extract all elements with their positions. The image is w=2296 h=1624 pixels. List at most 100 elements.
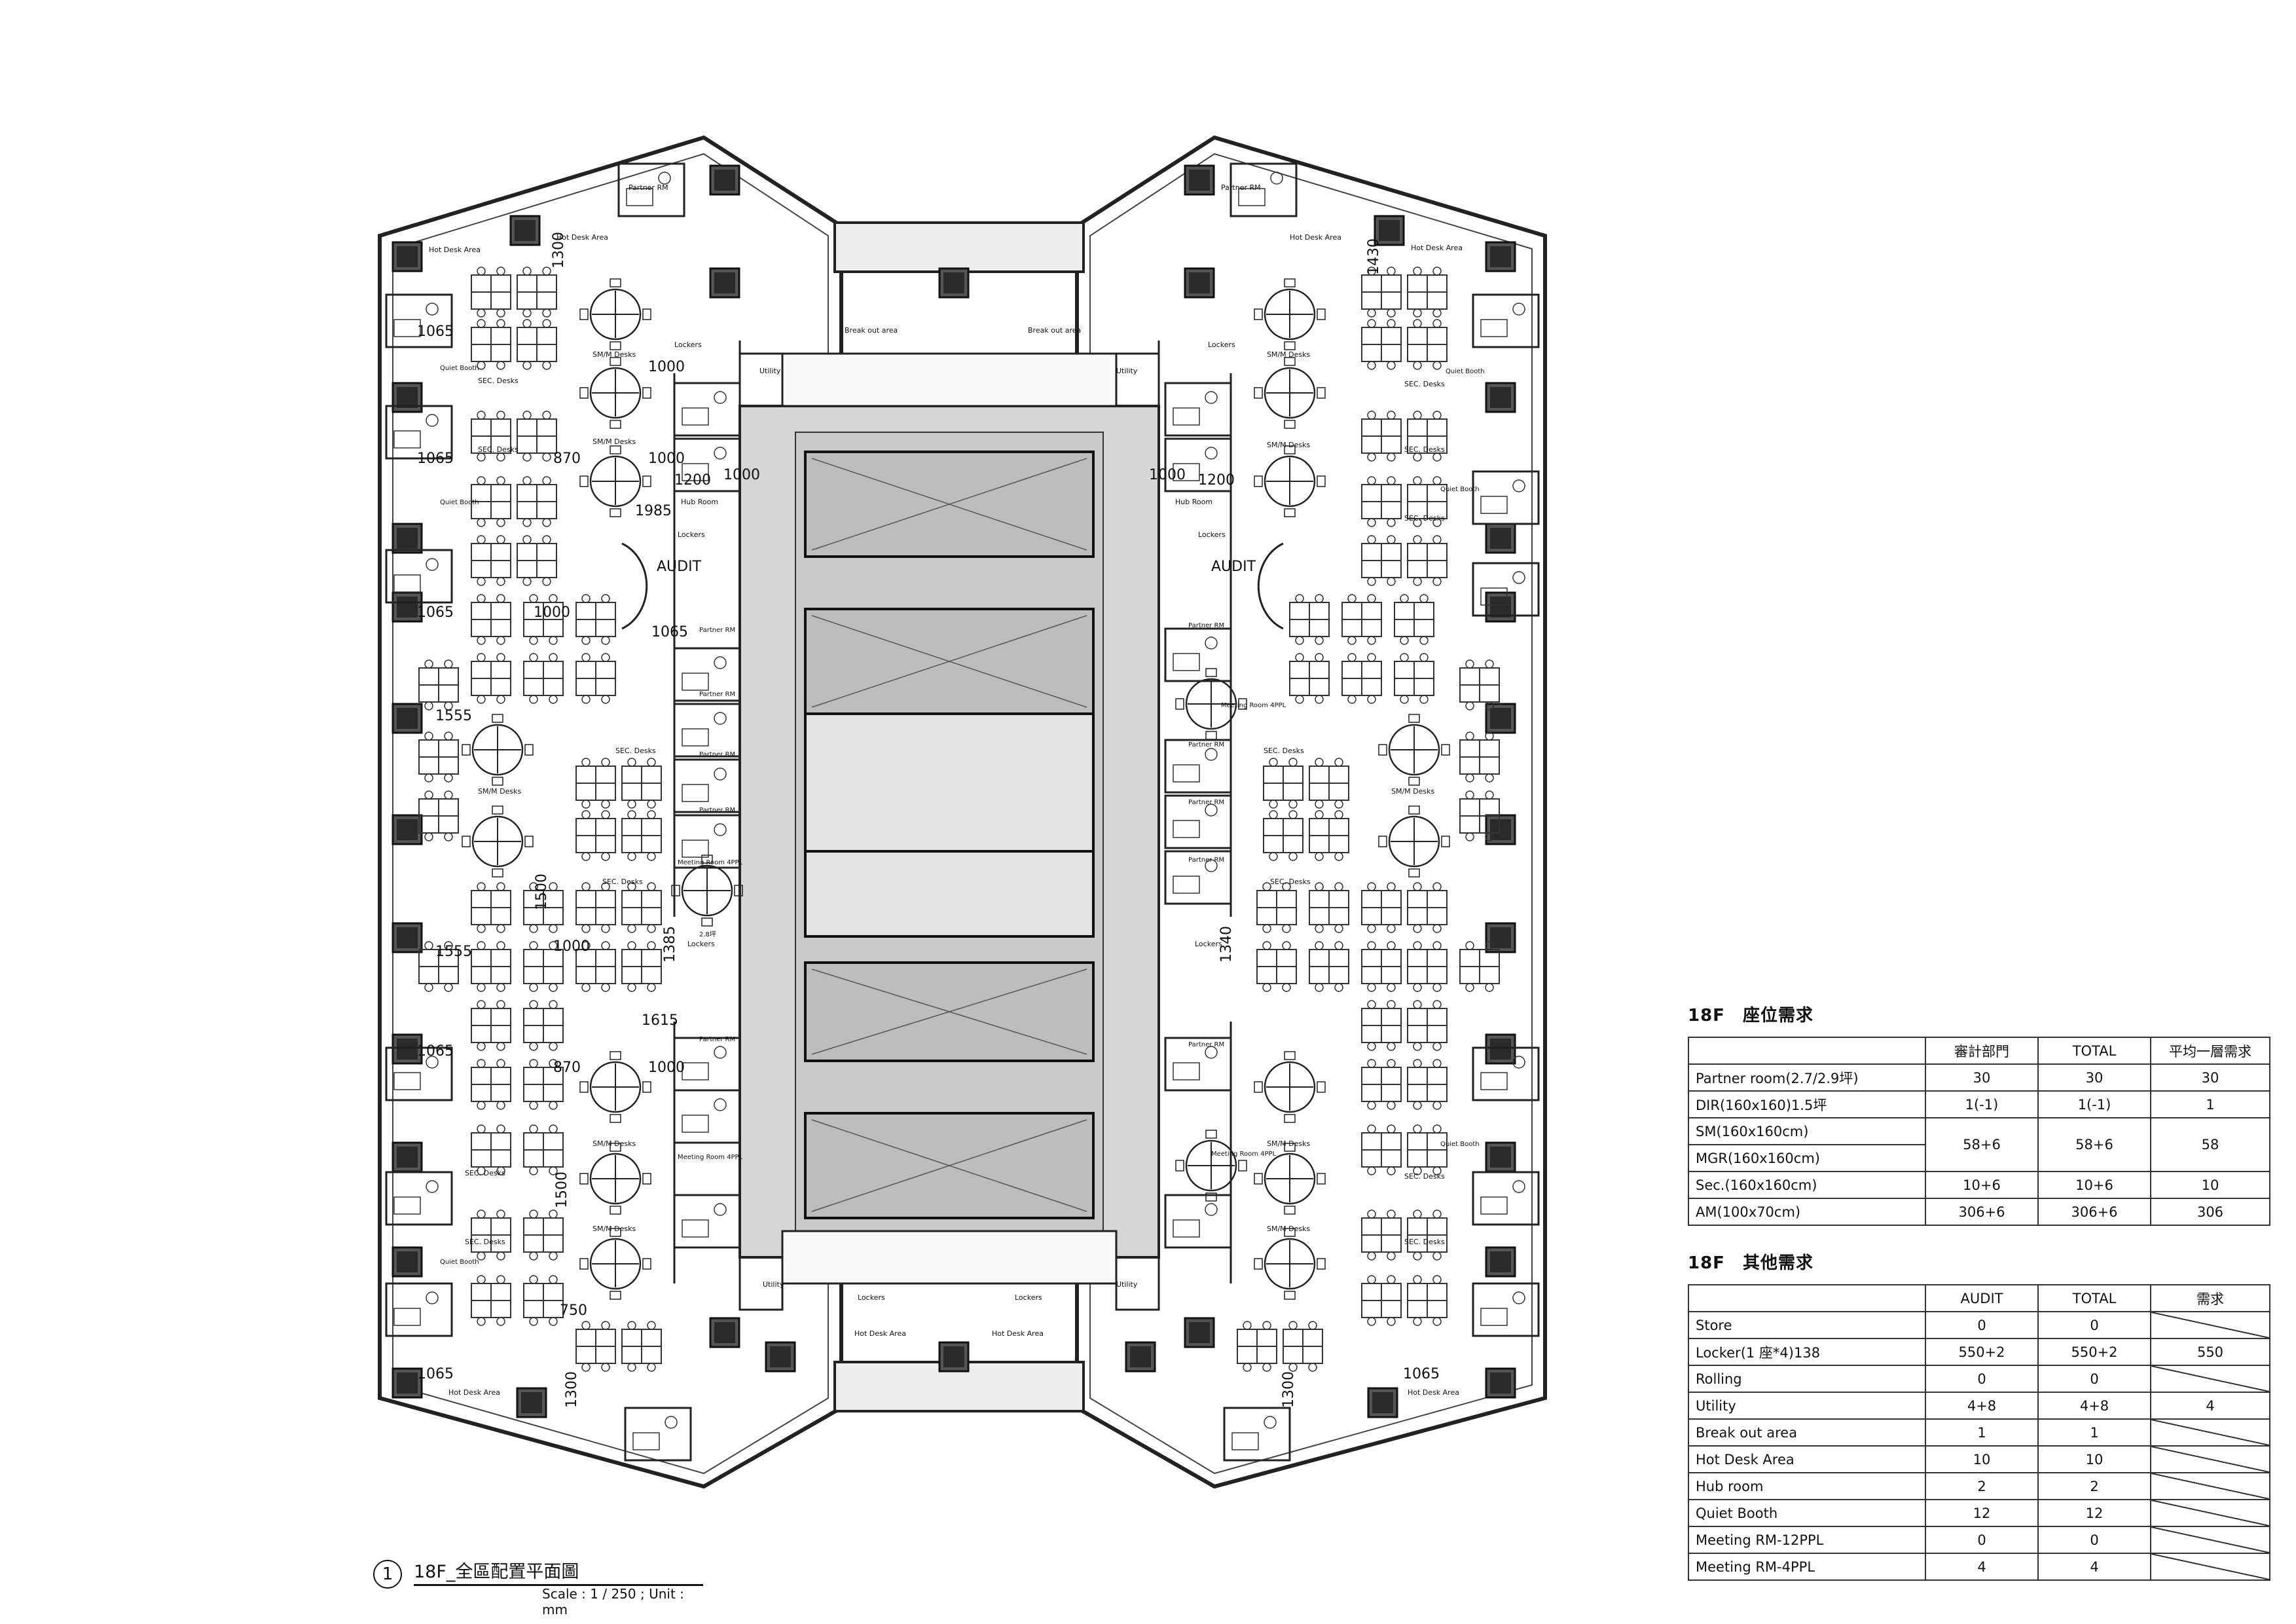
- hot-desk-label-5: Hot Desk Area: [854, 1329, 906, 1338]
- table-row: Locker(1 座*4)138 550+2 550+2 550: [1688, 1338, 2270, 1366]
- dim-1300-a: 1300: [551, 232, 567, 268]
- smm-desks-label-4: SM/M Desks: [592, 1139, 636, 1148]
- total-cell: 10: [2037, 1445, 2151, 1473]
- dim-1340: 1340: [1218, 926, 1235, 963]
- audit-cell: 1(-1): [1925, 1090, 2039, 1118]
- dim-1555-b: 1555: [435, 944, 472, 960]
- quiet-booth-label-4: Quiet Booth: [1440, 486, 1480, 493]
- row-label: Hub room: [1688, 1472, 1926, 1500]
- total-cell: 0: [2037, 1311, 2151, 1339]
- sec-desks-label-10: SEC. Desks: [1264, 747, 1304, 755]
- quiet-booth-label-1: Quiet Booth: [440, 365, 479, 372]
- audit-cell: 58+6: [1925, 1117, 2039, 1172]
- partner-rm-label-9: Partner RM: [1188, 799, 1224, 806]
- hot-desk-label-4: Hot Desk Area: [1411, 244, 1463, 252]
- row-label: AM(100x70cm): [1688, 1198, 1926, 1226]
- dim-750: 750: [560, 1302, 587, 1319]
- total-cell: 0: [2037, 1365, 2151, 1393]
- dim-1000-d: 1000: [553, 938, 590, 955]
- smm-desks-label-6: SM/M Desks: [1267, 350, 1311, 359]
- other-requirement-table: AUDIT TOTAL 需求 Store 0 0 Locker(1 座*4)13…: [1688, 1284, 2270, 1581]
- total-cell: 30: [2037, 1063, 2151, 1092]
- hot-desk-label-7: Hot Desk Area: [448, 1388, 500, 1397]
- drawing-scale: Scale : 1 / 250 ; Unit : mm: [542, 1586, 684, 1617]
- lockers-label-2: Lockers: [678, 530, 705, 539]
- other-requirement-panel: 18F 其他需求 AUDIT TOTAL 需求 Store 0 0 Locker…: [1688, 1249, 2270, 1581]
- row-label: Store: [1688, 1311, 1926, 1339]
- hot-desk-label-1: Hot Desk Area: [429, 246, 481, 254]
- audit-cell: 306+6: [1925, 1198, 2039, 1226]
- quiet-booth-label-2: Quiet Booth: [440, 499, 479, 506]
- avg-cell: 1: [2150, 1090, 2270, 1118]
- hot-desk-label-3: Hot Desk Area: [1290, 233, 1341, 242]
- dim-1065-c: 1065: [417, 604, 454, 621]
- partner-rm-area-label: 2.8坪: [699, 930, 716, 938]
- dim-1000-b: 1000: [648, 451, 685, 467]
- audit-cell: 30: [1925, 1063, 2039, 1092]
- break-out-label-2: Break out area: [1028, 326, 1081, 335]
- utility-label-4: Utility: [1116, 1280, 1138, 1289]
- seat-table-title: 18F 座位需求: [1688, 1006, 1813, 1025]
- dim-1985: 1985: [635, 503, 672, 519]
- need-cell: 4: [2150, 1392, 2270, 1420]
- partner-rm-label-7: Partner RM: [1188, 622, 1224, 629]
- header-cell: TOTAL: [2037, 1284, 2151, 1312]
- total-cell: 1: [2037, 1418, 2151, 1447]
- partner-rm-label-10: Partner RM: [1188, 857, 1224, 864]
- table-row: Meeting RM-12PPL 0 0: [1688, 1526, 2270, 1554]
- partner-rm-label-3: Partner RM: [699, 627, 735, 634]
- dim-1500-b: 1500: [554, 1172, 570, 1208]
- row-label: Meeting RM-12PPL: [1688, 1526, 1926, 1554]
- total-cell: 4+8: [2037, 1392, 2151, 1420]
- row-label: DIR(160x160)1.5坪: [1688, 1090, 1926, 1118]
- seat-requirement-table: 審計部門 TOTAL 平均一層需求 Partner room(2.7/2.9坪)…: [1688, 1037, 2270, 1226]
- dim-1300-b: 1300: [564, 1371, 580, 1408]
- dim-1065-b: 1065: [417, 451, 454, 467]
- total-cell: 2: [2037, 1472, 2151, 1500]
- need-cell: 550: [2150, 1338, 2270, 1366]
- table-row: Rolling 0 0: [1688, 1365, 2270, 1393]
- dim-870-b: 870: [553, 1060, 581, 1076]
- dim-1065-a: 1065: [417, 323, 454, 340]
- need-cell: [2150, 1418, 2270, 1447]
- dim-1000-c: 1000: [534, 604, 570, 621]
- partner-rm-label-6: Partner RM: [699, 807, 735, 814]
- dim-1430: 1430: [1366, 238, 1382, 275]
- smm-desks-label-3: SM/M Desks: [478, 787, 522, 796]
- total-cell: 550+2: [2037, 1338, 2151, 1366]
- need-cell: [2150, 1311, 2270, 1339]
- partner-rm-label-12: Partner RM: [1188, 1041, 1224, 1048]
- header-cell: [1688, 1284, 1926, 1312]
- header-cell: 需求: [2150, 1284, 2270, 1312]
- sec-desks-label-7: SEC. Desks: [1404, 380, 1445, 388]
- sec-desks-label-13: SEC. Desks: [1404, 1238, 1445, 1246]
- lockers-label-3: Lockers: [1208, 341, 1235, 349]
- table-row: Hot Desk Area 10 10: [1688, 1445, 2270, 1473]
- dim-1065-d: 1065: [417, 1043, 454, 1060]
- dim-1065-g: 1065: [651, 624, 688, 640]
- audit-cell: 0: [1925, 1311, 2039, 1339]
- sec-desks-label-5: SEC. Desks: [465, 1169, 505, 1177]
- hub-room-label-1: Hub Room: [681, 498, 718, 506]
- dim-1300-c: 1300: [1281, 1371, 1297, 1408]
- audit-cell: 4: [1925, 1553, 2039, 1581]
- audit-label-left: AUDIT: [657, 559, 702, 575]
- header-cell: 審計部門: [1925, 1037, 2039, 1065]
- break-out-label-1: Break out area: [845, 326, 898, 335]
- audit-cell: 12: [1925, 1499, 2039, 1527]
- total-cell: 306+6: [2037, 1198, 2151, 1226]
- need-cell: [2150, 1445, 2270, 1473]
- audit-cell: 10: [1925, 1445, 2039, 1473]
- lockers-label-6: Lockers: [1195, 940, 1222, 948]
- table-row: Hub room 2 2: [1688, 1472, 2270, 1500]
- hot-desk-label-2: Hot Desk Area: [556, 233, 608, 242]
- dim-1200-a: 1200: [674, 472, 711, 489]
- row-label: Partner room(2.7/2.9坪): [1688, 1063, 1926, 1092]
- need-cell: [2150, 1365, 2270, 1393]
- row-label: Utility: [1688, 1392, 1926, 1420]
- table-row: Break out area 1 1: [1688, 1418, 2270, 1447]
- row-label: Sec.(160x160cm): [1688, 1171, 1926, 1199]
- row-label: MGR(160x160cm): [1688, 1144, 1926, 1172]
- hot-desk-label-6: Hot Desk Area: [992, 1329, 1044, 1338]
